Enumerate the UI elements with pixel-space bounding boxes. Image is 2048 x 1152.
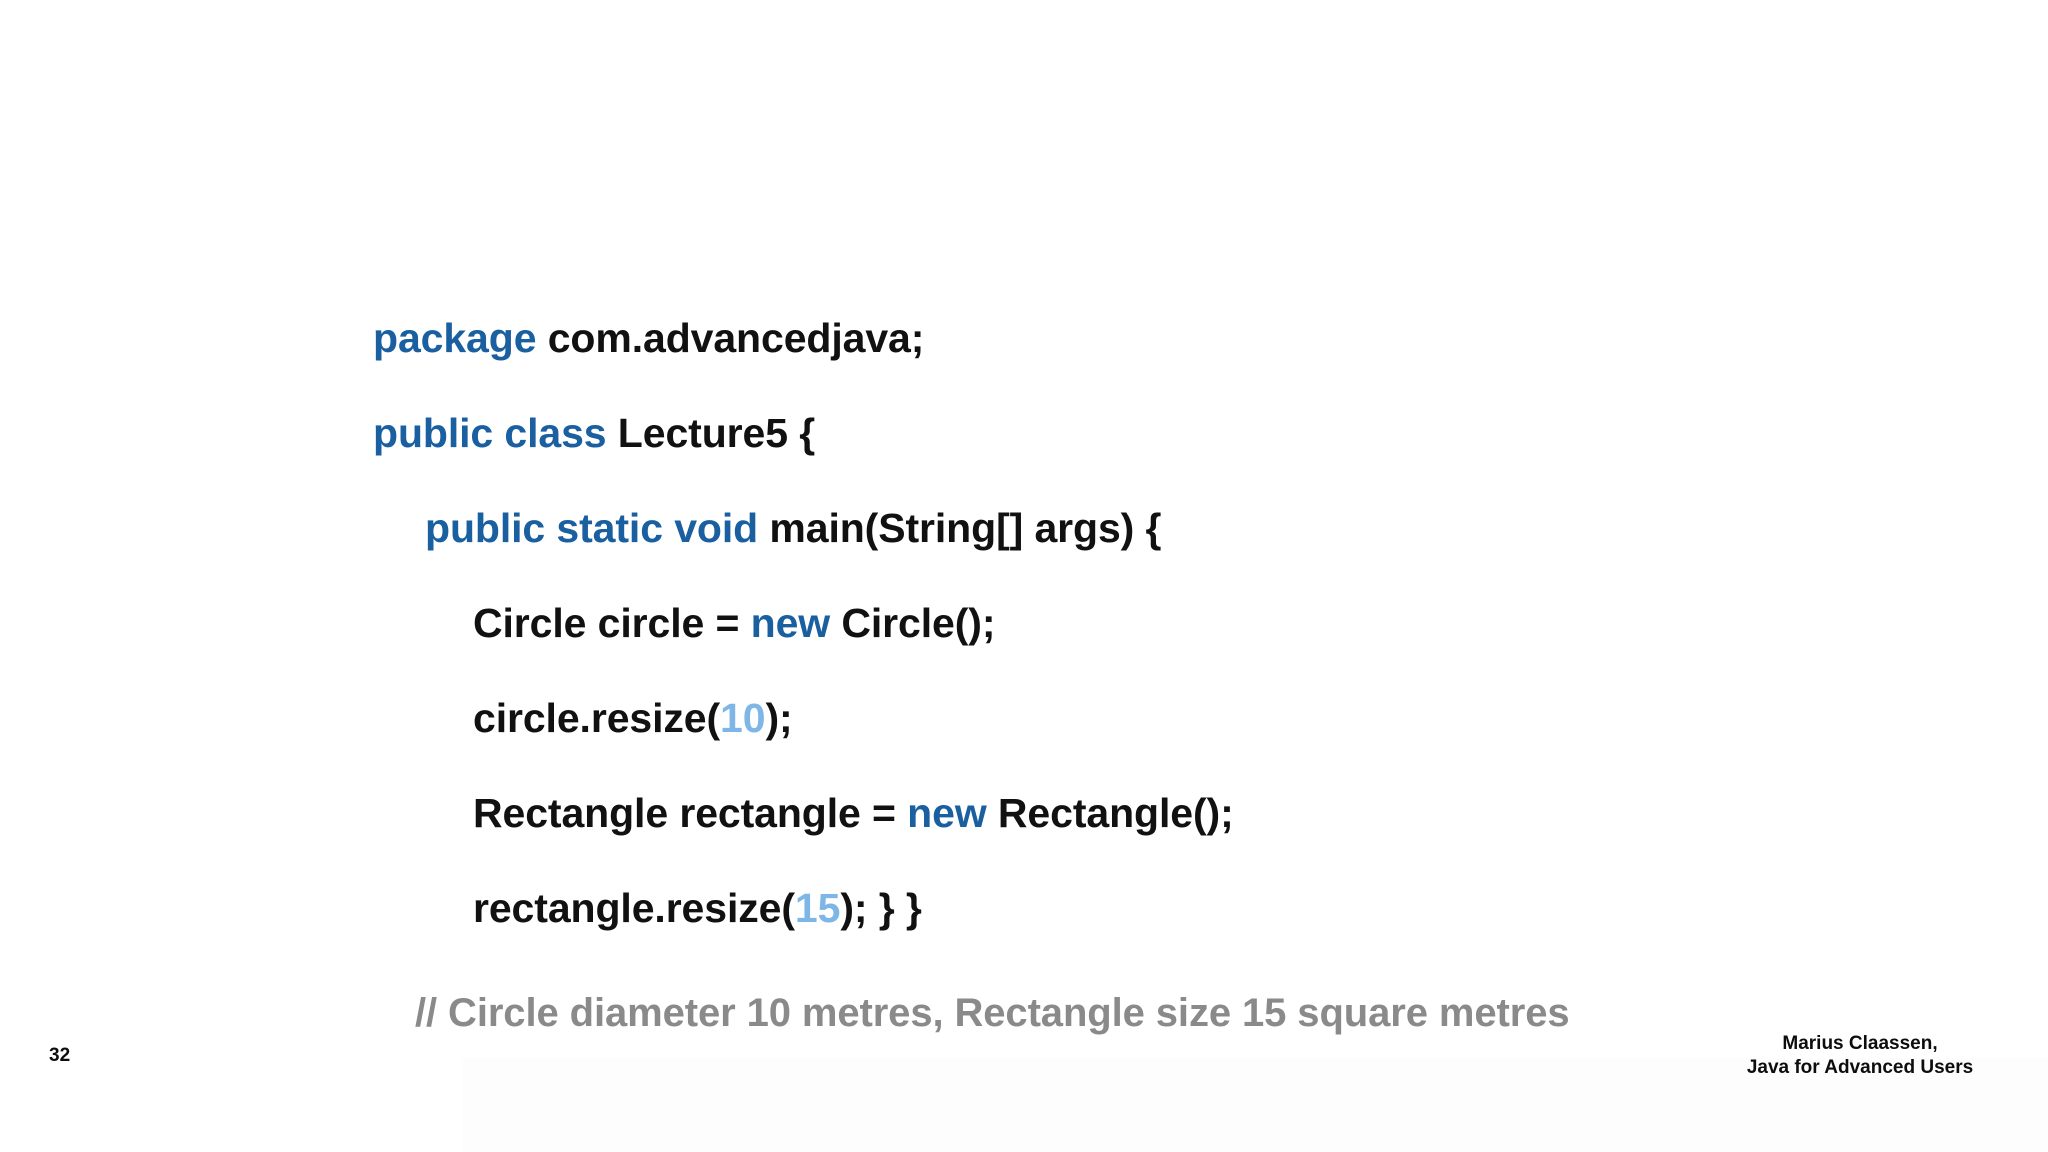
code-token-plain: Rectangle(); xyxy=(986,790,1234,836)
code-token-plain: main(String[] args) { xyxy=(758,505,1162,551)
code-token-keyword: new xyxy=(907,790,987,836)
java-code-block: package com.advancedjava;public class Le… xyxy=(0,318,2048,983)
code-line: Circle circle = new Circle(); xyxy=(0,603,2048,698)
code-line: package com.advancedjava; xyxy=(0,318,2048,413)
code-token-keyword: new xyxy=(750,600,831,646)
code-token-plain: rectangle.resize( xyxy=(473,885,795,931)
footer-attribution: Marius Claassen, Java for Advanced Users xyxy=(1700,1032,2020,1081)
letterbox-band xyxy=(463,1058,2048,1152)
code-comment: // Circle diameter 10 metres, Rectangle … xyxy=(415,991,1570,1035)
code-line: public class Lecture5 { xyxy=(0,413,2048,508)
code-line: rectangle.resize(15); } } xyxy=(0,888,2048,983)
code-token-keyword: public static void xyxy=(425,505,759,551)
code-token-plain: Lecture5 { xyxy=(606,410,816,456)
code-token-plain: Rectangle rectangle = xyxy=(473,790,908,836)
code-token-plain: ); } } xyxy=(840,885,922,931)
code-token-keyword: package xyxy=(373,315,537,361)
code-line: circle.resize(10); xyxy=(0,698,2048,793)
slide-number: 32 xyxy=(49,1045,71,1066)
attribution-course: Java for Advanced Users xyxy=(1746,1057,1974,1079)
code-token-plain: ); xyxy=(765,695,793,741)
code-line: Rectangle rectangle = new Rectangle(); xyxy=(0,793,2048,888)
attribution-author: Marius Claassen, xyxy=(1782,1033,1938,1054)
code-line: public static void main(String[] args) { xyxy=(0,508,2048,603)
code-token-plain: circle.resize( xyxy=(473,695,721,741)
code-token-keyword: public class xyxy=(373,410,607,456)
code-token-plain: Circle(); xyxy=(830,600,996,646)
code-token-number: 15 xyxy=(794,885,841,931)
code-token-number: 10 xyxy=(720,695,766,741)
code-token-plain: com.advancedjava; xyxy=(536,315,925,361)
code-token-plain: Circle circle = xyxy=(473,600,751,646)
